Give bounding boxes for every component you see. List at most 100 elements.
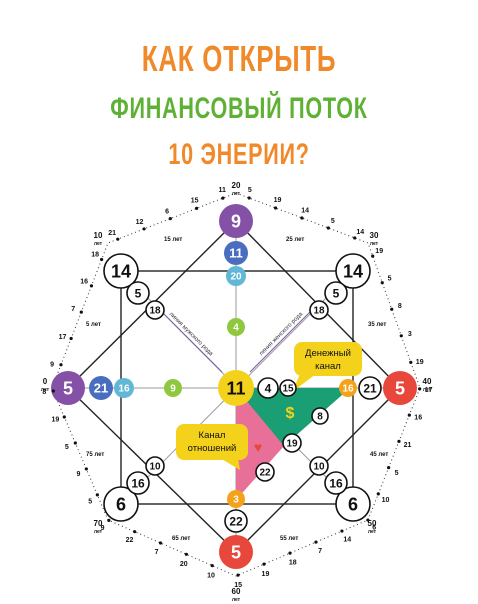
outer-number: 18	[289, 560, 297, 567]
svg-text:21: 21	[363, 381, 377, 395]
bottom-node-2: 22	[224, 509, 248, 533]
age-top-right-value: 30	[370, 231, 379, 240]
outer-numbers: 5191451419583191716215106147181915102072…	[42, 187, 432, 589]
age-15: 15 лет	[164, 237, 182, 243]
outer-number: 5	[331, 218, 335, 225]
outer-number: 14	[356, 229, 364, 236]
svg-text:6: 6	[116, 494, 126, 514]
svg-text:Денежный: Денежный	[305, 348, 351, 359]
corner-top-right-2: 5	[324, 281, 348, 305]
age-bottom-left-value: 70	[94, 519, 103, 528]
age-bottom-right-unit: лет	[368, 529, 377, 535]
age-bottom-left-unit: лет	[94, 529, 103, 535]
left-node-main: 5	[51, 371, 85, 405]
svg-text:10: 10	[149, 462, 161, 473]
outer-number: 3	[408, 331, 412, 338]
svg-text:5: 5	[333, 286, 340, 300]
bottom-node-3: 3	[227, 490, 245, 508]
outer-number: 9	[101, 525, 105, 532]
age-65: 65 лет	[172, 536, 190, 542]
outer-number: 11	[219, 187, 227, 194]
top-node-3: 20	[226, 266, 246, 286]
outer-number: 22	[126, 537, 134, 544]
outer-number: 17	[425, 387, 433, 394]
outer-age-octagon	[51, 192, 421, 577]
svg-text:4: 4	[233, 323, 239, 334]
age-55: 55 лет	[280, 536, 298, 542]
money-channel-callout: Денежный канал	[292, 342, 362, 392]
svg-text:16: 16	[342, 384, 354, 395]
svg-text:22: 22	[259, 468, 271, 479]
age-labels: 20лет40лет60лет0лет30лет50лет70лет10лет5…	[41, 181, 432, 603]
male-line-label: линия мужского рода	[168, 311, 215, 358]
right-node-3: 16	[339, 379, 357, 397]
title-line-1: КАК ОТКРЫТЬ	[141, 38, 337, 79]
heart-icon: ♥	[254, 439, 262, 455]
svg-text:3: 3	[233, 495, 239, 506]
female-line-arrow	[249, 308, 314, 373]
svg-text:11: 11	[229, 246, 243, 261]
outer-number: 16	[414, 415, 422, 422]
outer-number: 7	[155, 549, 159, 556]
outer-number: 5	[88, 498, 92, 505]
age-top-value: 20	[232, 181, 241, 190]
age-top-left-unit: лет	[94, 241, 103, 247]
outer-number: 5	[395, 470, 399, 477]
outer-number: 15	[234, 582, 242, 589]
svg-text:14: 14	[343, 261, 363, 281]
relationship-channel-callout: Канал отношений	[176, 424, 248, 470]
outer-number: 14	[343, 536, 351, 543]
svg-text:19: 19	[286, 439, 298, 450]
money-node-2: 15	[279, 379, 297, 397]
outer-number: 5	[388, 275, 392, 282]
svg-text:16: 16	[118, 384, 130, 395]
outer-number: 19	[416, 359, 424, 366]
age-left-unit: лет	[41, 387, 50, 393]
outer-number: 9	[50, 362, 54, 369]
svg-text:канал: канал	[315, 361, 341, 372]
dollar-icon: $	[286, 405, 295, 422]
corner-bottom-left-2: 16	[126, 471, 150, 495]
outer-number: 19	[375, 248, 383, 255]
age-25: 25 лет	[286, 237, 304, 243]
corner-top-right-main: 14	[335, 253, 371, 289]
outer-number: 16	[80, 279, 88, 286]
outer-number: 19	[262, 571, 270, 578]
svg-text:22: 22	[229, 514, 243, 528]
outer-number: 10	[382, 497, 390, 504]
age-5: 5 лет	[86, 322, 101, 328]
outer-number: 17	[59, 334, 67, 341]
svg-text:16: 16	[329, 476, 343, 490]
outer-number: 8	[42, 389, 46, 396]
corner-top-left-main: 14	[103, 253, 139, 289]
age-bottom-unit: лет	[232, 597, 241, 603]
relationship-channel-zone	[236, 388, 284, 500]
svg-text:14: 14	[111, 261, 131, 281]
svg-text:21: 21	[94, 381, 108, 396]
svg-text:11: 11	[226, 378, 245, 398]
svg-text:10: 10	[313, 462, 325, 473]
age-right-value: 40	[423, 377, 432, 386]
outer-number: 20	[180, 561, 188, 568]
age-left-value: 0	[43, 377, 48, 386]
outer-number: 7	[71, 306, 75, 313]
money-node-1: 4	[257, 377, 279, 399]
left-node-4: 9	[164, 379, 182, 397]
corner-bottom-left-main: 6	[103, 486, 139, 522]
age-top-left-value: 10	[94, 231, 103, 240]
corner-bottom-right-2: 16	[324, 471, 348, 495]
svg-text:16: 16	[131, 476, 145, 490]
age-45: 45 лет	[370, 452, 388, 458]
outer-number: 5	[65, 444, 69, 451]
outer-number: 21	[108, 230, 116, 237]
svg-text:20: 20	[230, 272, 242, 283]
svg-text:9: 9	[231, 211, 241, 231]
bottom-node-main: 5	[219, 535, 253, 569]
money-node-3: 8	[311, 407, 329, 425]
outer-number: 19	[274, 197, 282, 204]
outer-number: 12	[136, 219, 144, 226]
svg-text:8: 8	[317, 412, 323, 423]
